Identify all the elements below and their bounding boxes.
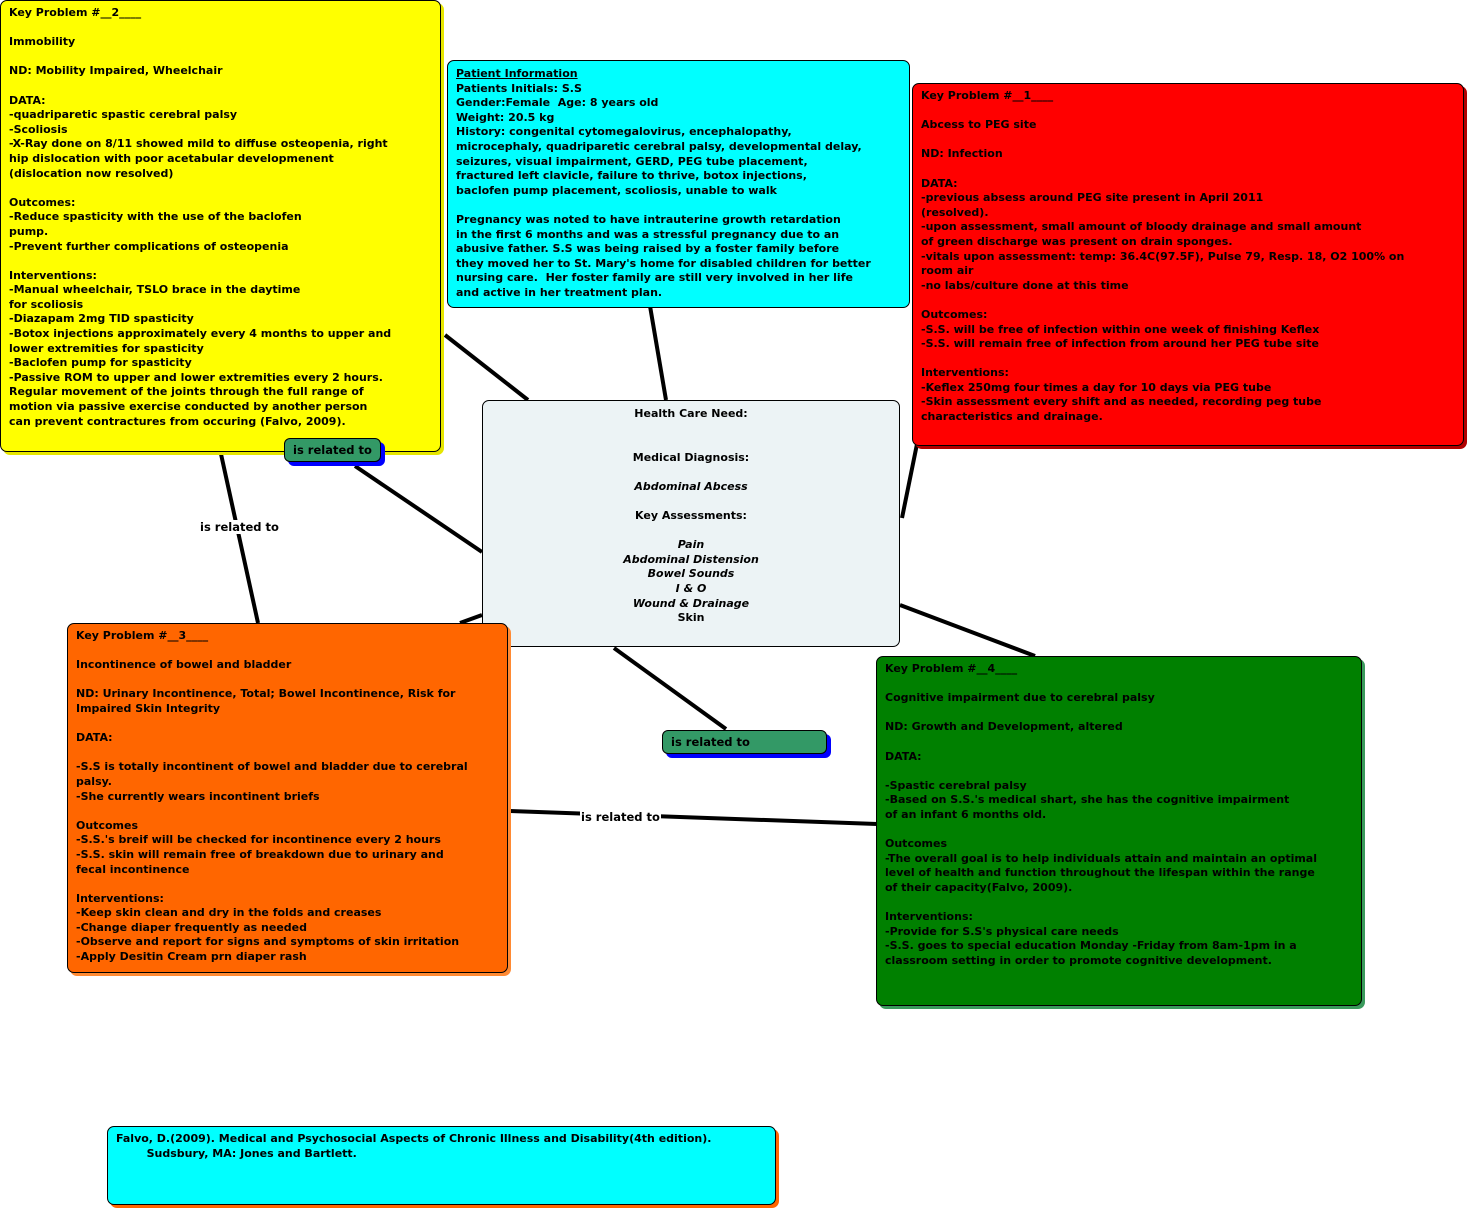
health-care-need-node[interactable]: Health Care Need: Medical Diagnosis: Abd… [482,400,900,647]
health-care-need-label: Health Care Need: [634,407,748,420]
link-yellow-center [443,333,530,402]
key-assessments-label: Key Assessments: [635,508,747,522]
key-problem-2-node[interactable]: Key Problem #__2____ Immobility ND: Mobi… [0,0,441,452]
link-red-center [900,443,919,519]
citation-node[interactable]: Falvo, D.(2009). Medical and Psychosocia… [107,1126,776,1205]
key-problem-3-node[interactable]: Key Problem #__3____ Incontinence of bow… [67,623,508,973]
link-green-center [899,603,1036,658]
key-problem-4-node[interactable]: Key Problem #__4____ Cognitive impairmen… [876,656,1362,1006]
assessment-item: I & O [675,581,707,595]
assessment-item: Wound & Drainage [632,596,750,610]
link-orange-green [509,809,878,826]
medical-diagnosis-label: Medical Diagnosis: [632,450,750,464]
key-problem-2-text: Key Problem #__2____ Immobility ND: Mobi… [9,6,392,428]
link-yellow-orange [219,453,260,624]
patient-info-node[interactable]: Patient Information Patients Initials: S… [447,60,910,308]
assessment-item: Pain [677,538,705,552]
link-pill-center [353,464,484,554]
key-problem-3-text: Key Problem #__3____ Incontinence of bow… [76,629,468,964]
patient-info-text: Patients Initials: S.S Gender:Female Age… [456,81,871,299]
key-problem-1-node[interactable]: Key Problem #__1____ Abcess to PEG site … [912,83,1464,446]
link-center-orange [459,613,483,625]
citation-text: Falvo, D.(2009). Medical and Psychosocia… [116,1132,712,1160]
key-problem-1-text: Key Problem #__1____ Abcess to PEG site … [921,89,1405,424]
assessment-item: Skin [677,611,705,625]
patient-info-title: Patient Information [456,67,578,80]
assessment-item: Bowel Sounds [647,567,735,581]
medical-diagnosis: Abdominal Abcess [634,479,748,493]
link-patient-center [648,305,668,401]
link-phrase-pill[interactable]: is related to [662,730,827,754]
link-phrase-pill[interactable]: is related to [284,438,381,462]
assessment-item: Abdominal Distension [623,552,759,566]
link-label[interactable]: is related to [199,520,280,534]
key-problem-4-text: Key Problem #__4____ Cognitive impairmen… [885,662,1318,967]
link-label[interactable]: is related to [580,810,661,824]
link-center-pill [612,646,728,731]
